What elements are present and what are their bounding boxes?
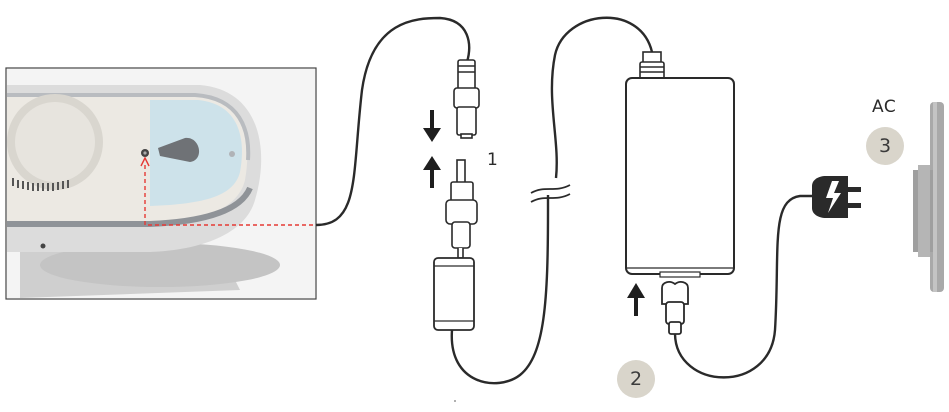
mains-inlet-plug bbox=[661, 281, 689, 335]
arrow-up-icon bbox=[627, 283, 645, 316]
power-brick bbox=[625, 77, 735, 278]
mains-plug bbox=[812, 176, 861, 218]
wall-socket bbox=[913, 102, 944, 292]
arrow-down-icon bbox=[423, 110, 441, 142]
arrow-up-icon bbox=[423, 156, 441, 188]
adapter-plug bbox=[445, 159, 478, 259]
robot-device bbox=[5, 67, 317, 300]
dc-cable bbox=[315, 16, 471, 227]
adapter-cable bbox=[450, 209, 550, 385]
step-3-badge: 3 bbox=[866, 127, 904, 165]
ferrite-core bbox=[433, 257, 475, 331]
lightning-icon bbox=[826, 181, 841, 213]
mains-cable bbox=[673, 194, 812, 379]
ac-label: AC bbox=[872, 97, 897, 117]
step-1-label: 1 bbox=[487, 150, 498, 170]
step-2-badge: 2 bbox=[617, 360, 655, 398]
charging-port-guide bbox=[144, 165, 316, 226]
dc-socket-connector bbox=[453, 59, 480, 139]
